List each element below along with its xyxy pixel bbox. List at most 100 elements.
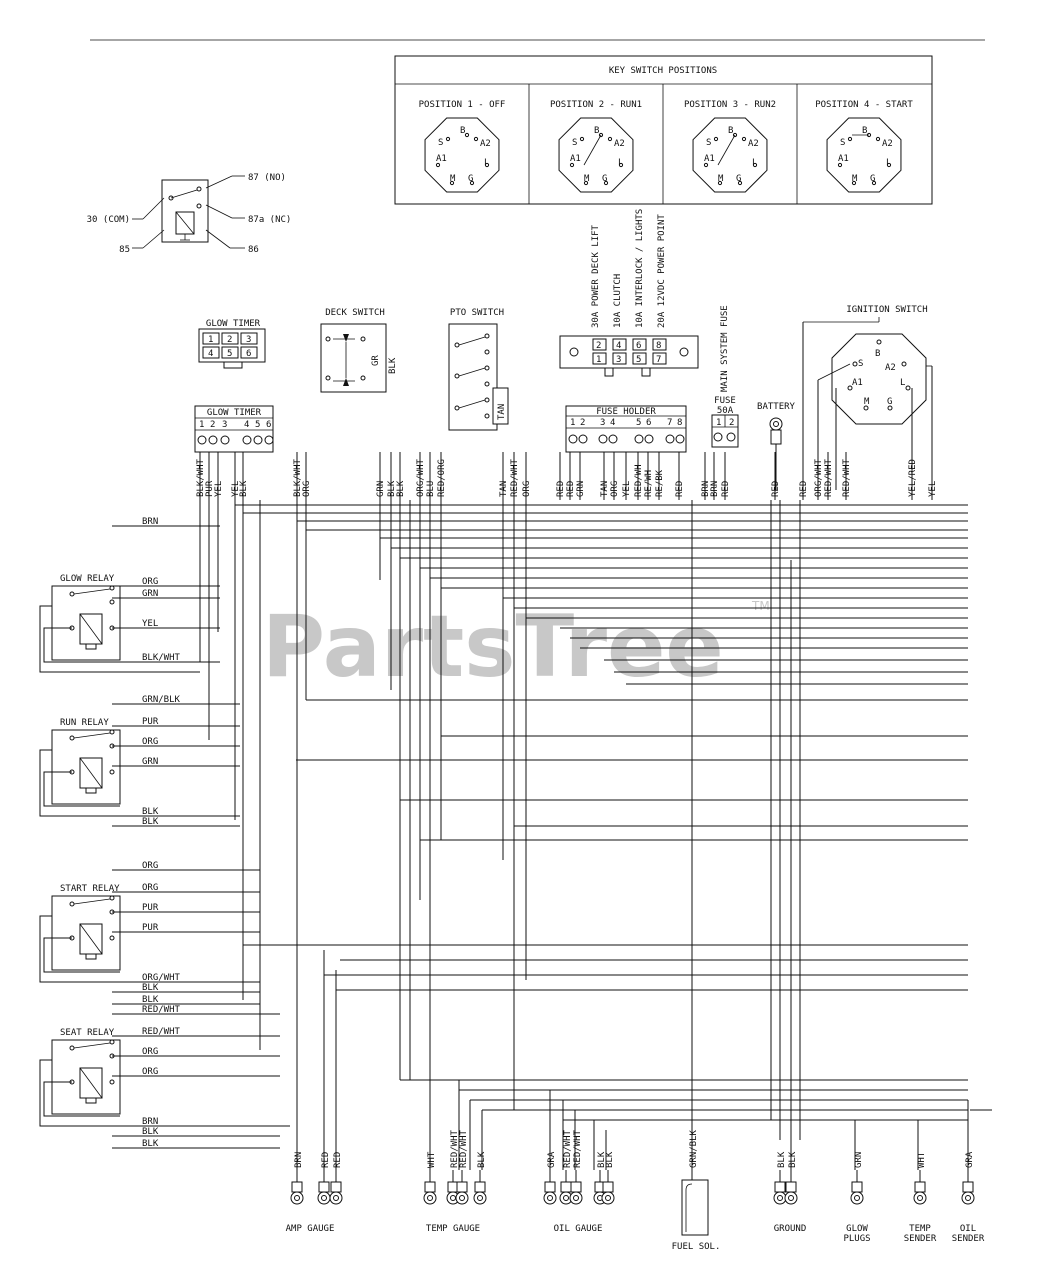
fuse-block-pin-8: 8 xyxy=(656,341,661,351)
key-dial-2-term-g: G xyxy=(602,174,607,184)
glow-conn-pin-5: 5 xyxy=(255,420,260,430)
relay-2-wire-label-3: PUR xyxy=(142,923,159,933)
component-6-wire-0: WHT xyxy=(917,1151,927,1168)
component-2-lug-4 xyxy=(602,1181,614,1193)
fuse-block-pin-4: 4 xyxy=(616,341,621,351)
component-label2-7: SENDER xyxy=(952,1234,985,1244)
component-4-lug-0 xyxy=(774,1181,786,1193)
component-0-lug-1 xyxy=(318,1181,330,1193)
relay-1-coil-base xyxy=(85,787,97,794)
component-0-ring-hole-0 xyxy=(294,1195,300,1201)
component-5-lug-0 xyxy=(851,1181,863,1193)
top-wire-label-35: YEL xyxy=(928,481,938,497)
relay-0-coil-base xyxy=(85,643,97,650)
component-1-wire-1: RED/WHT xyxy=(450,1129,460,1168)
relay-3-contact-0 xyxy=(69,1045,75,1051)
key-dial-3-dot-4 xyxy=(752,162,758,168)
key-dial-2-dot-3 xyxy=(569,162,575,168)
glow-timer-block-pin-5: 5 xyxy=(227,349,232,359)
relay-3-wire-label-6: BLK xyxy=(142,1139,159,1149)
top-wire-label-34: YEL/RED xyxy=(908,459,918,497)
component-2-wire-4: BLK xyxy=(605,1151,615,1168)
ignition-term-s: S xyxy=(858,359,863,369)
fuse-block-pin-7: 7 xyxy=(656,355,661,365)
relay-1-wire-label-4: BLK xyxy=(142,807,159,817)
glow-conn-pin-1: 1 xyxy=(199,420,204,430)
top-wire-label-9: BLK xyxy=(396,480,406,497)
top-wire-label-13: TAN xyxy=(499,481,509,497)
key-position-2: POSITION 2 - RUN1 xyxy=(550,100,642,110)
component-1-lug-0 xyxy=(424,1181,436,1193)
glow-conn-terminal-3 xyxy=(220,435,230,445)
legend-87a-nc: 87a (NC) xyxy=(248,215,291,225)
component-2-wire-1: RED/WHT xyxy=(563,1129,573,1168)
relay-0-wire-label-3: YEL xyxy=(142,619,158,629)
main-system-fuse-label: MAIN SYSTEM FUSE xyxy=(720,305,730,392)
glow-conn-pin-3: 3 xyxy=(222,420,227,430)
key-position-1: POSITION 1 - OFF xyxy=(419,100,506,110)
fuse-holder-terminal-5 xyxy=(634,434,644,444)
key-dial-4-term-m: M xyxy=(852,174,858,184)
relay-3-coil-base xyxy=(85,1097,97,1104)
fuse-block: 30A POWER DECK LIFT 10A CLUTCH 10A INTER… xyxy=(559,209,699,377)
key-dial-1-term-a1: A1 xyxy=(436,154,447,164)
component-1-wire-3: BLK xyxy=(477,1151,487,1168)
top-wire-label-17: RED xyxy=(566,481,576,497)
relay-2-wire-label-2: PUR xyxy=(142,903,159,913)
fuse-block-pin-2: 2 xyxy=(596,341,601,351)
component-label-7: OIL xyxy=(960,1224,976,1234)
fuse-holder-pin-8: 8 xyxy=(677,418,682,428)
key-switch-dials: SBA2A1LMGSBA2A1LMGSBA2A1LMGSBA2A1LMG xyxy=(424,117,902,193)
top-wire-label-1: PUR xyxy=(205,480,215,497)
top-wire-label-28: RED xyxy=(721,481,731,497)
relay-1-title: RUN RELAY xyxy=(60,718,109,728)
key-dial-1-term-g: G xyxy=(468,174,473,184)
key-dial-1-term-b: B xyxy=(460,126,465,136)
relay-0-title: GLOW RELAY xyxy=(60,574,115,584)
relay-1-wire-label-3: GRN xyxy=(142,757,158,767)
top-wire-label-23: RE/WH xyxy=(644,470,654,497)
fuse-block-cell-2 xyxy=(592,338,607,351)
relay-0-arm xyxy=(73,588,111,595)
ignition-term-a1: A1 xyxy=(852,378,863,388)
component-2-ring-hole-2 xyxy=(573,1195,579,1201)
key-dial-1-dot-5 xyxy=(449,180,455,186)
top-wire-label-30: RED xyxy=(799,481,809,497)
key-switch-title: KEY SWITCH POSITIONS xyxy=(609,66,717,76)
relay-3-contact-1 xyxy=(109,1039,115,1045)
key-dial-4-term-a2: A2 xyxy=(882,139,893,149)
top-wire-label-27: BRN xyxy=(710,481,720,497)
component-label-6: TEMP xyxy=(909,1224,931,1234)
fuse-block-cell-4 xyxy=(612,338,627,351)
relay-2-contact-4 xyxy=(109,935,115,941)
key-dial-1-dot-0 xyxy=(445,136,451,142)
legend-85: 85 xyxy=(119,245,130,255)
glow-timer-block-cell-5 xyxy=(221,346,239,359)
component-0-wire-1: RED xyxy=(321,1152,331,1168)
top-wire-label-6: ORG xyxy=(302,481,312,497)
glow-timer-block-title: GLOW TIMER xyxy=(206,319,261,329)
relay-1-wire-label-1: PUR xyxy=(142,717,159,727)
fuse-holder-pin-2: 2 xyxy=(580,418,585,428)
glow-timer-block-cell-3 xyxy=(240,332,258,345)
main-fuse-rating: 50A xyxy=(717,406,734,416)
key-dial-3-dot-3 xyxy=(703,162,709,168)
fuse-holder-pin-1: 1 xyxy=(570,418,575,428)
component-5-ring-hole-0 xyxy=(854,1195,860,1201)
fuse-holder-terminal-8 xyxy=(675,434,685,444)
key-dial-2-dot-4 xyxy=(618,162,624,168)
top-wire-label-25: RED xyxy=(675,481,685,497)
component-1-ring-hole-1 xyxy=(450,1195,456,1201)
fuse-block-cell-6 xyxy=(632,338,647,351)
top-wire-label-3: YEL xyxy=(231,481,241,497)
relay-3-coil-slash xyxy=(79,1067,103,1099)
glow-conn-terminal-6 xyxy=(264,435,274,445)
component-1-ring-hole-0 xyxy=(427,1195,433,1201)
relay-0-wire-label-4: BLK/WHT xyxy=(142,653,181,663)
relay-3-arm xyxy=(73,1042,111,1049)
